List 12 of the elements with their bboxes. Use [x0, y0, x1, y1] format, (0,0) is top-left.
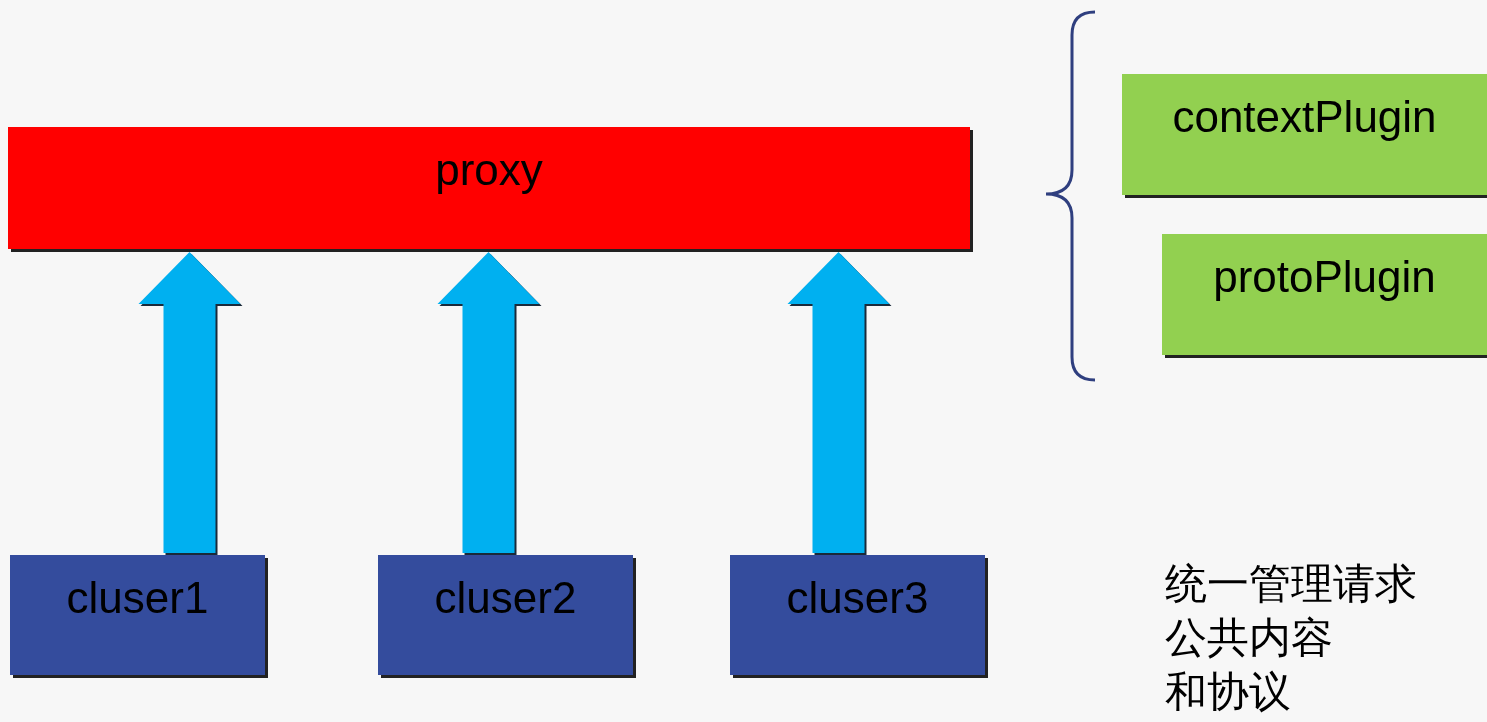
plugin-box: contextPlugin [1122, 74, 1487, 195]
cluster-box: cluser1 [10, 555, 265, 675]
note-text: 和协议 [1165, 666, 1291, 718]
proxy-box: proxy [8, 127, 970, 249]
note-text: 公共内容 [1165, 612, 1333, 664]
block-arrow [437, 252, 542, 555]
block-arrow [787, 252, 892, 555]
block-arrow [138, 252, 243, 555]
plugin-box: protoPlugin [1162, 234, 1487, 355]
cluster-box: cluser3 [730, 555, 985, 675]
cluster-box: cluser2 [378, 555, 633, 675]
note-text: 统一管理请求 [1165, 558, 1417, 610]
